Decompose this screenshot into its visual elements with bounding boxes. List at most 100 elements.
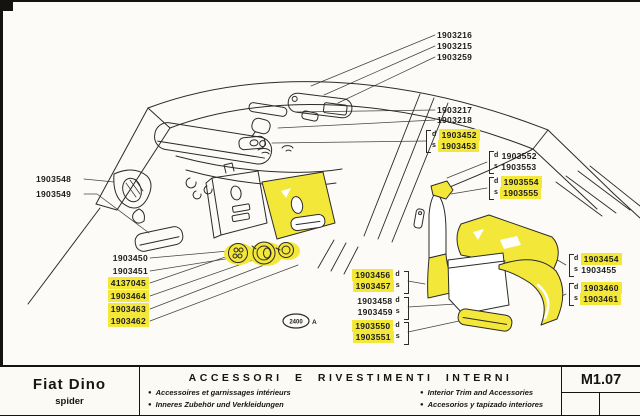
door-handle	[290, 213, 326, 232]
wheel-arch-cover	[498, 259, 564, 326]
part-number: 1903461	[581, 294, 621, 304]
subtitle-en: ●Interior Trim and Accessories	[420, 388, 534, 397]
body-context-lines	[317, 93, 640, 275]
part-number: 1903551	[353, 332, 393, 342]
part-number: 1903452	[439, 130, 479, 140]
rear-side-panel	[447, 252, 510, 315]
bracket	[426, 130, 431, 153]
part-number-pair: s 1903555	[494, 188, 541, 198]
side-letter: d	[432, 131, 437, 138]
mirror-arm	[248, 102, 288, 117]
title-cell: ACCESSORI E RIVESTIMENTI INTERNI ●Access…	[139, 367, 561, 415]
page-code-cell: M1.07	[561, 367, 640, 416]
subtitle-es: ●Accesorios y tapizado interiores	[420, 399, 544, 409]
armrest	[134, 226, 184, 252]
part-number: 1903463	[108, 304, 148, 314]
sill-trim	[457, 308, 513, 332]
part-number: 1903450	[112, 253, 148, 263]
side-letter: d	[574, 255, 579, 262]
part-number: 1903218	[437, 115, 473, 125]
part-number: 1903215	[437, 41, 473, 51]
part-number: 1903453	[439, 141, 479, 151]
part-number-pair: 1903551 s	[348, 332, 400, 342]
bracket	[489, 151, 494, 174]
part-number-pair: d 1903552	[494, 151, 537, 161]
side-letter: d	[395, 271, 400, 278]
bullet-icon: ●	[148, 390, 152, 396]
subtitle-de: ●Inneres Zubehör und Verkleidungen	[148, 399, 284, 409]
part-number-pair: s 1903455	[574, 265, 616, 275]
part-number-pair: 1903459 s	[348, 307, 400, 317]
part-number-pair: s 1903461	[574, 294, 621, 304]
side-letter: s	[574, 295, 579, 302]
part-number: 1903458	[357, 296, 393, 306]
side-letter: d	[494, 152, 499, 159]
bracket	[569, 254, 574, 277]
side-letter: s	[395, 308, 400, 315]
scan-corner-mark	[0, 2, 13, 11]
part-number: 1903549	[36, 189, 72, 199]
part-number-pair: d 1903454	[574, 254, 621, 264]
part-number-pair: 1903550 d	[348, 321, 400, 331]
visor-bracket	[238, 135, 266, 151]
part-number: 1903550	[353, 321, 393, 331]
side-letter: s	[494, 163, 499, 170]
window-crank-knobs	[224, 241, 300, 266]
side-letter: s	[574, 266, 579, 273]
side-letter: s	[395, 333, 400, 340]
latch-striker	[413, 208, 425, 229]
part-number-pair: s 1903553	[494, 162, 536, 172]
section-title: ACCESSORI E RIVESTIMENTI INTERNI	[188, 372, 513, 384]
empty-cell	[562, 393, 640, 416]
side-letter: d	[395, 297, 400, 304]
side-letter: s	[494, 189, 499, 196]
side-letter: s	[395, 282, 400, 289]
part-number: 1903464	[108, 291, 148, 301]
part-number: 1903548	[36, 174, 72, 184]
bracket	[404, 297, 409, 320]
part-number-pair: 1903456 d	[348, 270, 400, 280]
console-panel	[205, 162, 268, 239]
part-number: 1903454	[581, 254, 621, 264]
translations: ●Accessoires et garnissages intérieurs ●…	[140, 388, 561, 410]
model-cell: Fiat Dino spider	[0, 367, 139, 415]
cell-divider	[599, 393, 600, 416]
side-mirror	[113, 169, 152, 224]
bullet-icon: ●	[420, 390, 424, 396]
part-number: 1903460	[581, 283, 621, 293]
side-letter: d	[494, 178, 499, 185]
sun-visor-right	[287, 92, 353, 119]
part-number: 1903462	[108, 316, 148, 326]
model-badge: 2400 A	[282, 313, 317, 329]
subtitle-fr: ●Accessoires et garnissages intérieurs	[148, 388, 291, 397]
bracket	[569, 283, 574, 306]
part-number-pair: d 1903452	[432, 130, 479, 140]
badge-suffix: A	[312, 319, 317, 326]
windshield-frame	[27, 81, 640, 305]
bracket	[489, 177, 494, 200]
part-number-pair: 1903457 s	[348, 281, 400, 291]
part-number: 1903554	[501, 177, 541, 187]
mirror-head	[251, 117, 271, 137]
part-number: 1903259	[437, 52, 473, 62]
part-number: 1903456	[353, 270, 393, 280]
part-number: 1903451	[112, 266, 148, 276]
model-name: Fiat Dino	[32, 375, 107, 393]
bullet-icon: ●	[148, 401, 152, 408]
part-number-pair: d 1903554	[494, 177, 541, 187]
part-number: 1903552	[501, 151, 537, 161]
side-letter: d	[574, 284, 579, 291]
footer: Fiat Dino spider ACCESSORI E RIVESTIMENT…	[0, 365, 640, 416]
part-number: 1903455	[581, 265, 617, 275]
sun-visor-left	[154, 122, 273, 165]
part-number: 1903553	[501, 162, 537, 172]
side-letter: s	[432, 142, 437, 149]
part-number: 1903555	[501, 188, 541, 198]
part-number: 1903459	[357, 307, 393, 317]
page-code: M1.07	[562, 367, 640, 393]
part-number: 1903217	[437, 105, 473, 115]
part-number-pair: d 1903460	[574, 283, 621, 293]
part-number: 4137045	[108, 278, 148, 288]
part-number: 1903457	[353, 281, 393, 291]
